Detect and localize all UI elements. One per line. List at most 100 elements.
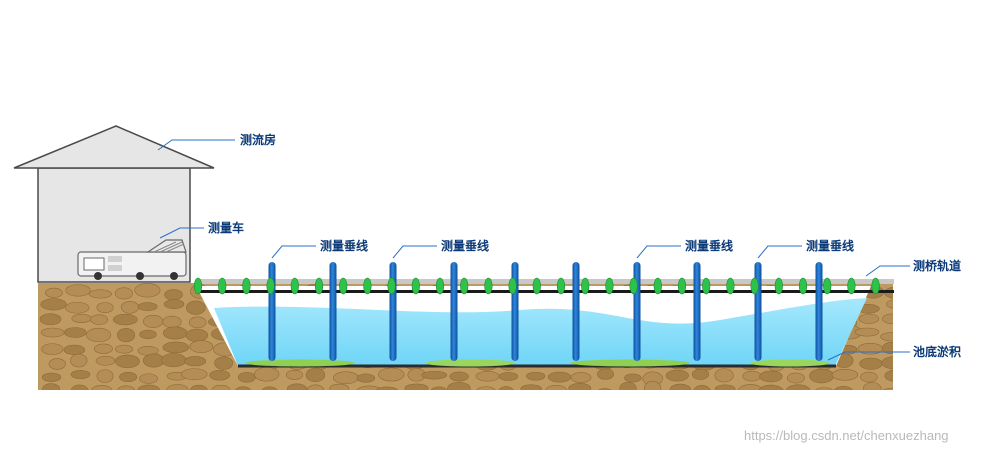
soil-stone [568, 383, 592, 390]
soil-stone [809, 368, 834, 384]
rail-insulator [266, 277, 275, 295]
soil-stone [188, 316, 207, 329]
soil-stone [88, 289, 112, 299]
soil-stone [63, 344, 86, 355]
soil-stone [162, 341, 190, 354]
soil-stone [45, 287, 63, 298]
rail-insulator [218, 277, 227, 295]
soil-stone [665, 369, 689, 382]
leader-sediment [827, 351, 910, 361]
soil-stone [64, 301, 90, 314]
soil-stone [693, 385, 711, 390]
label-vertical-2: 测量垂线 [441, 238, 489, 253]
leader-lines [157, 139, 910, 361]
soil-stone [91, 385, 113, 390]
rail-insulator [702, 277, 711, 295]
soil-stone [570, 372, 592, 383]
label-sediment: 池底淤积 [913, 344, 961, 359]
rail-insulator [798, 277, 808, 295]
soil-stone [545, 385, 568, 390]
measurement-vehicle [77, 239, 187, 280]
measurement-vertical-pole [754, 262, 762, 361]
soil-stone [112, 313, 138, 326]
soil-stone [142, 353, 165, 368]
soil-stone [214, 356, 234, 370]
leader-vertical-1 [271, 245, 316, 259]
soil-stone [669, 383, 692, 390]
measurement-vertical-pole [815, 262, 823, 361]
soil-stone [498, 371, 519, 381]
measurement-house [13, 125, 215, 283]
rail-insulator [871, 277, 880, 295]
soil-stone [833, 386, 853, 390]
soil-stone [86, 327, 112, 343]
soil-stone [858, 313, 880, 324]
soil-stone [449, 371, 469, 382]
soil-stone [498, 386, 514, 390]
soil-stone [137, 384, 160, 390]
bridge-rail [196, 279, 894, 293]
soil-stone [447, 381, 471, 390]
soil-stone [209, 370, 231, 381]
leader-rail [865, 265, 910, 277]
rail-insulator [484, 277, 493, 295]
soil-stone [306, 384, 325, 390]
soil-stone [211, 384, 231, 390]
soil-stone [139, 329, 157, 340]
rail-insulator [387, 277, 396, 295]
soil-stone [253, 367, 280, 382]
soil-stone [526, 371, 546, 381]
soil-stone [881, 356, 893, 370]
soil-stone [862, 382, 882, 390]
label-measurement-vehicle: 测量车 [208, 220, 244, 235]
soil-stone [476, 386, 496, 390]
soil-stone [305, 367, 326, 383]
rail-insulator [556, 277, 566, 295]
soil-stone [164, 289, 183, 301]
rail-insulator [460, 277, 469, 295]
measurement-vertical-pole [633, 262, 641, 361]
soil-stone [597, 388, 612, 390]
rail-insulators [193, 277, 880, 295]
soil-stone [237, 371, 256, 383]
soil-stone [116, 328, 136, 343]
leader-vertical-4 [757, 245, 802, 259]
soil-stone [886, 299, 893, 309]
soil-stone [93, 343, 113, 354]
soil-stone [882, 387, 893, 390]
rail-insulator [581, 277, 590, 295]
soil-stone [96, 369, 114, 383]
rail-insulator [726, 277, 735, 295]
soil-stone [139, 373, 158, 384]
soil-stone [356, 373, 376, 383]
soil-stone [117, 385, 136, 390]
rail-insulator [242, 277, 251, 295]
measurement-vertical-pole [389, 262, 397, 361]
rail-insulator [774, 277, 783, 295]
soil-stone [115, 354, 140, 369]
rail-insulator [629, 277, 638, 295]
soil-stone [547, 371, 572, 383]
soil-stone [162, 315, 182, 329]
soil-stone [119, 371, 138, 383]
measurement-vertical-pole [268, 262, 276, 361]
soil-stone [786, 372, 805, 384]
soil-stone [786, 384, 811, 390]
label-measurement-house: 测流房 [240, 132, 276, 147]
soil-stone [520, 384, 542, 390]
soil-stone [404, 383, 429, 390]
soil-stone [430, 386, 448, 390]
soil-stone [714, 384, 736, 390]
soil-stone [95, 355, 116, 366]
soil-stone [115, 344, 134, 354]
soil-stone [189, 340, 214, 353]
soil-stone [356, 385, 383, 390]
measurement-vertical-pole [329, 262, 337, 361]
soil-stone [137, 302, 158, 312]
soil-stone [714, 368, 734, 383]
soil-stone [114, 287, 133, 300]
house-roof [13, 125, 215, 169]
soil-stone [70, 353, 88, 368]
rail-insulator [847, 277, 856, 295]
soil-stone [134, 283, 161, 298]
